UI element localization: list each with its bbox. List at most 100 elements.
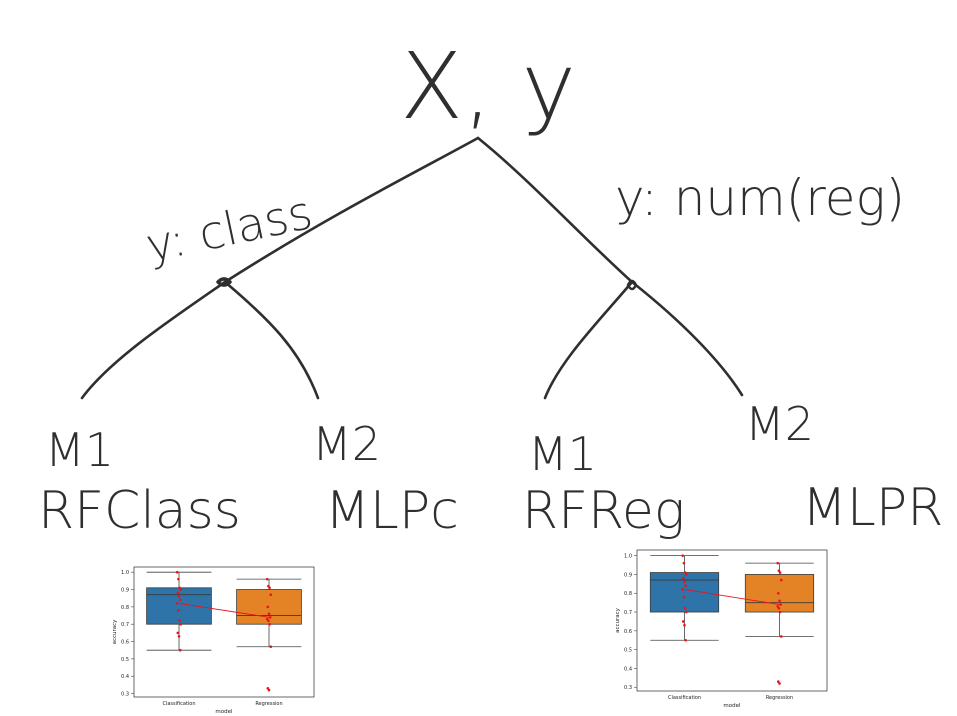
data-point <box>681 588 684 591</box>
box-classification <box>146 587 212 625</box>
data-point <box>778 599 781 603</box>
y-tick-label: 0.4 <box>121 674 129 680</box>
left-branch-label: y: class <box>141 185 317 273</box>
data-point <box>175 602 179 605</box>
node-left <box>216 277 232 287</box>
data-point <box>683 606 687 610</box>
data-point <box>179 588 183 591</box>
data-point <box>269 593 273 597</box>
leaf-4-name: MLPR <box>802 478 943 538</box>
data-point <box>265 577 269 581</box>
y-tick-label: 1.0 <box>121 570 129 576</box>
y-tick-label: 0.9 <box>121 588 129 594</box>
data-point <box>177 635 181 638</box>
data-point <box>685 610 688 614</box>
data-point <box>778 571 782 574</box>
y-tick-label: 0.3 <box>121 692 129 698</box>
data-point <box>267 612 271 616</box>
data-point <box>684 638 687 642</box>
data-point <box>267 619 270 623</box>
data-point <box>777 606 781 610</box>
leaf-2-name: MLPc <box>325 481 459 541</box>
data-point <box>682 561 686 565</box>
data-point <box>683 580 686 584</box>
mean-line <box>684 589 780 605</box>
boxplot-chart-left: 0.3 0.4 0.5 0.6 0.7 0.8 0.9 1.0 accuracy model Cla… <box>112 566 315 715</box>
leaf-3-model: M1 <box>528 427 597 481</box>
y-tick-label: 0.8 <box>624 591 632 597</box>
x-axis-label: model <box>723 703 741 709</box>
data-point <box>778 610 782 614</box>
box-classification <box>649 572 720 613</box>
y-axis-label: accuracy <box>615 607 621 633</box>
data-point <box>685 573 688 576</box>
right-branch-label: y: num(reg) <box>615 169 905 227</box>
y-tick-label: 0.9 <box>624 572 632 578</box>
leaf-4-model: M2 <box>745 397 814 451</box>
plot-frame <box>636 549 828 692</box>
y-tick-label: 0.7 <box>121 622 129 628</box>
data-point <box>176 631 180 635</box>
data-point <box>176 591 180 595</box>
data-point <box>266 605 270 609</box>
data-point <box>175 570 179 574</box>
y-axis-label: accuracy <box>112 619 118 645</box>
node-right <box>626 279 638 291</box>
data-point <box>776 561 779 565</box>
data-point <box>178 648 182 652</box>
edge-root-right <box>476 136 634 284</box>
tree-edges <box>80 136 744 400</box>
leaf-1-model: M1 <box>45 423 114 477</box>
edge-right-m2 <box>630 280 744 397</box>
y-tick-label: 0.5 <box>624 648 632 654</box>
data-point <box>177 595 181 598</box>
plot-frame <box>133 566 315 698</box>
data-point <box>780 635 783 638</box>
data-point <box>683 571 687 574</box>
boxplot-chart-right: 0.30.40.50.60.70.80.91.0accuracymodelCla… <box>615 549 828 709</box>
data-point <box>177 577 180 581</box>
x-tick-label: Regression <box>766 695 793 701</box>
edge-left-m1 <box>80 280 227 400</box>
data-point <box>682 576 685 580</box>
data-point <box>268 622 271 626</box>
data-point <box>777 569 781 572</box>
data-point <box>683 623 686 627</box>
leaf-1-name: RFClass <box>38 481 241 541</box>
y-tick-label: 0.7 <box>624 610 632 616</box>
data-point <box>268 615 272 619</box>
y-tick-label: 0.8 <box>121 605 129 611</box>
data-point <box>178 598 182 602</box>
x-tick-label: Regression <box>255 701 282 707</box>
data-point <box>682 620 685 623</box>
data-point <box>777 591 780 595</box>
edge-left-m2 <box>223 280 320 400</box>
y-tick-label: 0.6 <box>624 629 632 635</box>
y-tick-label: 1.0 <box>624 554 632 560</box>
data-point <box>681 554 684 557</box>
x-axis-label: model <box>215 709 233 715</box>
data-point <box>178 619 181 623</box>
root-label: X, y <box>400 33 576 140</box>
x-tick-label: Classification <box>162 701 195 707</box>
data-point <box>267 688 271 692</box>
y-tick-label: 0.5 <box>121 657 129 663</box>
data-point <box>778 682 781 685</box>
data-point <box>177 609 180 612</box>
y-tick-label: 0.4 <box>624 666 632 672</box>
leaf-3-name: RFReg <box>522 481 685 541</box>
data-point <box>682 595 686 599</box>
leaf-2-model: M2 <box>312 417 381 471</box>
data-point <box>269 645 273 649</box>
data-point <box>776 605 779 608</box>
data-point <box>780 578 783 582</box>
mean-line <box>178 602 270 618</box>
edge-root-left <box>223 136 480 284</box>
data-point <box>779 603 782 606</box>
y-tick-label: 0.6 <box>121 640 129 646</box>
data-point <box>684 584 687 588</box>
edge-right-m1 <box>543 280 634 400</box>
data-point <box>268 586 271 590</box>
y-tick-label: 0.3 <box>624 685 632 691</box>
